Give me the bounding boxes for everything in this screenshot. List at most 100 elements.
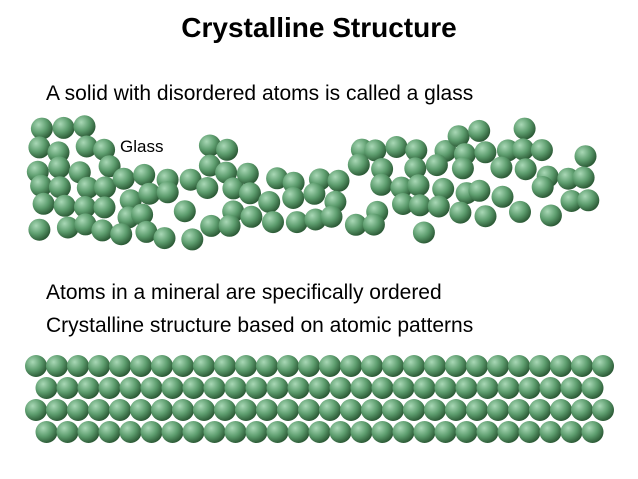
crystal-atom [256, 355, 278, 377]
glass-atom [222, 177, 245, 200]
glass-atom [577, 189, 600, 212]
glass-atom [48, 176, 71, 199]
crystal-atom [130, 399, 152, 421]
crystal-atom [382, 399, 404, 421]
crystal-atom [161, 377, 184, 399]
crystal-atom [25, 355, 47, 377]
crystal-atom [98, 377, 121, 399]
crystal-atom [256, 399, 278, 421]
glass-atom [303, 182, 326, 205]
crystal-atom [497, 421, 520, 443]
crystal-atom [25, 399, 47, 421]
crystal-atom [445, 355, 467, 377]
crystal-atom [172, 355, 194, 377]
glass-atom [75, 135, 98, 158]
crystal-atom [98, 421, 121, 443]
crystal-atom [434, 377, 457, 399]
glass-atom [347, 153, 370, 176]
crystal-atom [277, 399, 299, 421]
glass-atom [468, 119, 491, 142]
crystal-atom [392, 377, 415, 399]
glass-atom [392, 193, 414, 215]
glass-atom [53, 194, 76, 217]
glass-atom [491, 185, 514, 208]
crystal-atom [476, 421, 499, 443]
glass-atom [32, 192, 55, 215]
glass-atom [236, 162, 259, 185]
glass-atom [76, 176, 99, 199]
glass-atom [196, 177, 219, 199]
glass-atom [52, 116, 75, 139]
crystal-atom [518, 421, 541, 443]
crystal-atom [581, 421, 604, 443]
crystal-atom [224, 377, 247, 399]
crystal-atom [319, 399, 341, 421]
glass-atom [48, 156, 71, 179]
glass-atom [449, 201, 472, 224]
crystal-atom [508, 355, 530, 377]
crystal-atom [508, 399, 530, 421]
crystal-atom [130, 355, 152, 377]
crystal-atom [151, 399, 173, 421]
crystal-atom [497, 377, 520, 399]
glass-atom [239, 182, 261, 205]
glass-atom [490, 156, 513, 179]
crystal-atom [361, 399, 383, 421]
crystal-atom [35, 377, 58, 399]
crystal-atom [382, 355, 404, 377]
crystal-atom [109, 355, 131, 377]
crystal-atom [245, 421, 268, 443]
glass-atom [512, 138, 535, 161]
crystal-atom [413, 377, 436, 399]
glass-description: A solid with disordered atoms is called … [46, 82, 474, 105]
crystal-atom [340, 355, 362, 377]
crystal-atom [119, 421, 142, 443]
crystal-atom [298, 355, 320, 377]
glass-atom [135, 220, 158, 243]
crystal-atom [487, 355, 509, 377]
glass-atom [513, 117, 536, 140]
glass-atom [405, 139, 428, 162]
crystal-atom [581, 377, 604, 399]
crystal-atom [182, 421, 205, 443]
glass-atom [531, 176, 554, 198]
crystal-atom [487, 399, 509, 421]
crystal-atom [266, 377, 289, 399]
glass-atom [390, 176, 413, 199]
crystal-atom [361, 355, 383, 377]
glass-atom [240, 205, 263, 228]
crystal-atom [56, 421, 79, 443]
crystal-atom [67, 355, 89, 377]
glass-atom [560, 190, 583, 212]
glass-atom [432, 177, 455, 200]
glass-atom [93, 196, 116, 219]
crystal-atom [182, 377, 205, 399]
crystal-atom [109, 399, 131, 421]
glass-atom [447, 125, 470, 148]
glass-atom [94, 176, 116, 199]
glass-atom [474, 141, 497, 164]
glass-atom [404, 157, 427, 180]
crystal-atom [560, 421, 583, 443]
crystal-atom [203, 421, 226, 443]
crystal-atom [434, 421, 457, 443]
crystal-atom [571, 355, 593, 377]
glass-atom [344, 213, 367, 236]
crystal-atom [539, 377, 562, 399]
crystal-atom [350, 421, 373, 443]
glass-atom [530, 139, 553, 162]
crystal-atom [424, 399, 446, 421]
glass-atom [412, 221, 435, 244]
crystal-atom [287, 377, 310, 399]
glass-atom [198, 134, 221, 157]
glass-atom [30, 117, 53, 140]
crystal-atom [466, 355, 488, 377]
crystal-atom [518, 377, 541, 399]
glass-atom [218, 214, 241, 237]
glass-atom [574, 145, 597, 168]
crystal-atom [193, 355, 215, 377]
crystal-atom [392, 421, 415, 443]
glass-atom [425, 154, 448, 177]
crystal-atom [56, 377, 79, 399]
glass-atom [451, 157, 474, 180]
